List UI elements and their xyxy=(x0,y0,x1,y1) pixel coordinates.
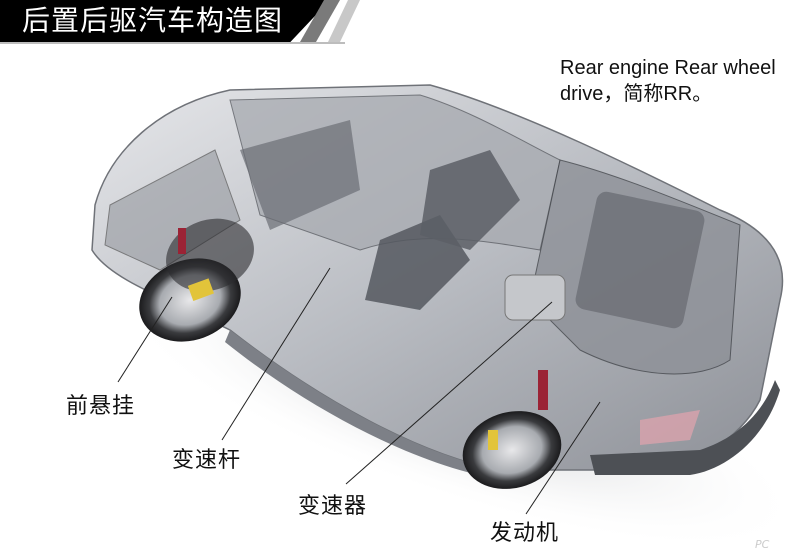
engine-block xyxy=(575,191,705,329)
label-gear-lever: 变速杆 xyxy=(172,448,242,473)
watermark-logo: PC xyxy=(755,538,770,551)
rear-spring xyxy=(538,370,548,410)
note-line-1: Rear engine Rear wheel xyxy=(560,57,776,79)
seat-right xyxy=(420,150,520,250)
leader-line-gear-lever xyxy=(221,267,331,441)
transmission-housing xyxy=(504,274,566,321)
leader-line-transmission xyxy=(345,301,553,485)
leader-line-front-suspension xyxy=(117,296,173,383)
title-divider xyxy=(0,42,345,44)
front-spring xyxy=(178,228,186,254)
leader-line-engine xyxy=(525,401,601,515)
rear-wheel xyxy=(462,411,562,489)
label-engine: 发动机 xyxy=(490,521,560,546)
drive-type-note: Rear engine Rear wheel drive，简称RR。 xyxy=(560,55,776,107)
title-banner xyxy=(0,0,330,42)
label-front-suspension: 前悬挂 xyxy=(66,394,136,419)
rear-caliper xyxy=(488,430,498,450)
label-transmission: 变速器 xyxy=(298,494,368,519)
tail-light xyxy=(640,410,700,445)
front-wheel-rear-tire xyxy=(166,218,254,292)
rear-bumper xyxy=(590,380,780,475)
dashboard xyxy=(240,120,360,230)
front-caliper xyxy=(187,278,215,301)
page-title: 后置后驱汽车构造图 xyxy=(22,4,284,37)
note-line-2: drive，简称RR。 xyxy=(560,83,713,105)
